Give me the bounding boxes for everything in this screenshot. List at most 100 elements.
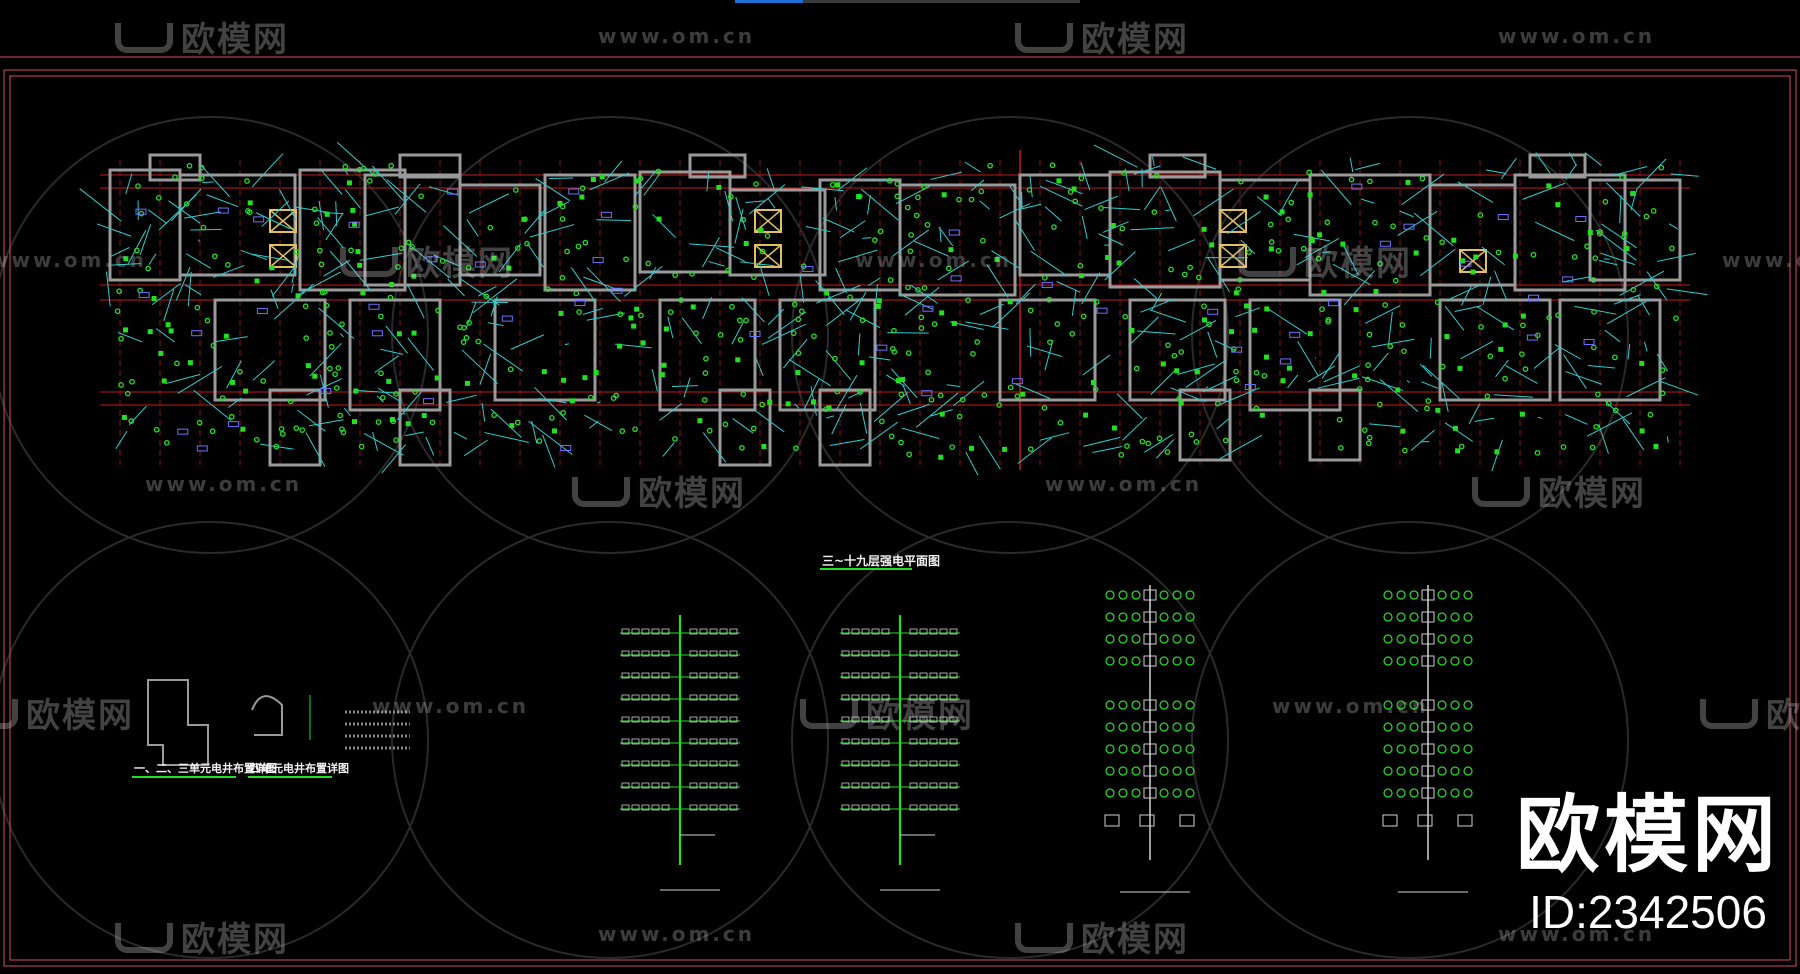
breaker-symbol: [1396, 766, 1406, 776]
switch-symbol: [552, 428, 558, 434]
main-panel-symbol: [1457, 814, 1473, 827]
meter-box-symbol: [851, 738, 860, 745]
switch-symbol: [579, 194, 585, 200]
outlet-symbol: [737, 336, 744, 343]
outlet-symbol: [560, 409, 567, 416]
distribution-box-symbol: [1143, 633, 1157, 645]
watermark-circle: [791, 116, 1229, 554]
conduit-wire: [1235, 307, 1261, 318]
outlet-symbol: [545, 286, 551, 292]
conduit-wire: [1563, 354, 1587, 389]
tab-strip-active-indicator[interactable]: [735, 0, 803, 3]
outlet-symbol: [1080, 313, 1087, 320]
switch-symbol: [269, 265, 275, 271]
outlet-symbol: [655, 168, 662, 175]
conduit-wire: [360, 252, 403, 261]
conduit-wire: [226, 360, 242, 389]
breaker-symbol: [1409, 612, 1419, 622]
outlet-symbol: [1222, 437, 1229, 444]
outlet-symbol: [1382, 302, 1389, 308]
outlet-symbol: [996, 402, 1003, 408]
conduit-wire: [1182, 156, 1217, 170]
meter-box-symbol: [661, 738, 670, 745]
outlet-symbol: [1522, 366, 1529, 372]
breaker-symbol: [1172, 744, 1182, 754]
meter-box-symbol: [841, 650, 850, 657]
conduit-wire: [1045, 179, 1083, 195]
conduit-wire: [1399, 210, 1414, 218]
outlet-symbol: [466, 319, 472, 326]
conduit-wire: [1666, 436, 1669, 443]
outlet-symbol: [1188, 431, 1195, 438]
conduit-wire: [1619, 195, 1622, 224]
conduit-wire: [318, 201, 325, 230]
tab-strip[interactable]: [735, 0, 1080, 3]
conduit-wire: [1468, 403, 1481, 425]
switch-symbol: [240, 426, 246, 432]
switch-symbol: [158, 350, 164, 356]
switch-symbol: [1340, 241, 1346, 247]
outlet-symbol: [1077, 262, 1084, 269]
outlet-symbol: [514, 419, 521, 426]
conduit-wire: [79, 188, 122, 222]
conduit-wire: [96, 223, 132, 237]
meter-box-symbol: [631, 738, 640, 745]
conduit-wire: [803, 379, 820, 410]
switch-symbol: [1653, 443, 1659, 449]
outlet-symbol: [118, 382, 124, 388]
switch-symbol: [640, 340, 646, 346]
conduit-wire: [1355, 162, 1380, 171]
distribution-box-symbol: [1421, 787, 1435, 799]
outlet-symbol: [970, 351, 976, 357]
panel-symbol: [196, 445, 208, 452]
conduit-wire: [767, 308, 785, 325]
outlet-symbol: [1007, 384, 1014, 391]
outlet-symbol: [393, 437, 399, 443]
conduit-wire: [526, 243, 544, 268]
outlet-symbol: [564, 248, 570, 255]
balcony-wall: [688, 153, 747, 179]
outlet-symbol: [1647, 411, 1654, 418]
switch-symbol: [1452, 425, 1458, 431]
switch-symbol: [1244, 303, 1250, 309]
conduit-wire: [524, 207, 547, 234]
meter-box-symbol: [621, 782, 630, 789]
meter-box-symbol: [661, 760, 670, 767]
conduit-wire: [708, 261, 725, 267]
switch-symbol: [1116, 260, 1122, 266]
room-wall: [1308, 173, 1432, 297]
meter-box-symbol: [881, 694, 890, 701]
conduit-wire: [1029, 328, 1032, 357]
outlet-symbol: [791, 301, 798, 308]
meter-box-symbol: [661, 716, 670, 723]
outlet-symbol: [623, 256, 629, 263]
outlet-symbol: [793, 445, 799, 452]
watermark-circle: [391, 116, 829, 554]
meter-box-symbol: [729, 694, 738, 701]
breaker-symbol: [1105, 744, 1115, 754]
distribution-box-symbol: [1421, 633, 1435, 645]
meter-box-symbol: [729, 782, 738, 789]
conduit-wire: [782, 338, 808, 369]
outlet-symbol: [894, 180, 901, 187]
meter-box-symbol: [709, 738, 718, 745]
conduit-wire: [291, 283, 294, 293]
breaker-symbol: [1131, 634, 1141, 644]
outlet-symbol: [1041, 274, 1048, 281]
conduit-wire: [938, 226, 954, 247]
conduit-wire: [193, 389, 232, 421]
conduit-wire: [816, 284, 861, 304]
room-wall: [998, 298, 1097, 402]
switch-symbol: [254, 278, 260, 284]
outlet-symbol: [907, 248, 914, 255]
watermark-circle: [1191, 116, 1629, 554]
outlet-symbol: [1348, 176, 1355, 183]
conduit-wire: [529, 224, 575, 238]
outlet-symbol: [204, 317, 211, 324]
outlet-symbol: [1534, 449, 1541, 456]
outlet-symbol: [725, 267, 731, 274]
outlet-symbol: [1366, 434, 1373, 441]
outlet-symbol: [764, 232, 771, 239]
conduit-wire: [825, 350, 852, 381]
